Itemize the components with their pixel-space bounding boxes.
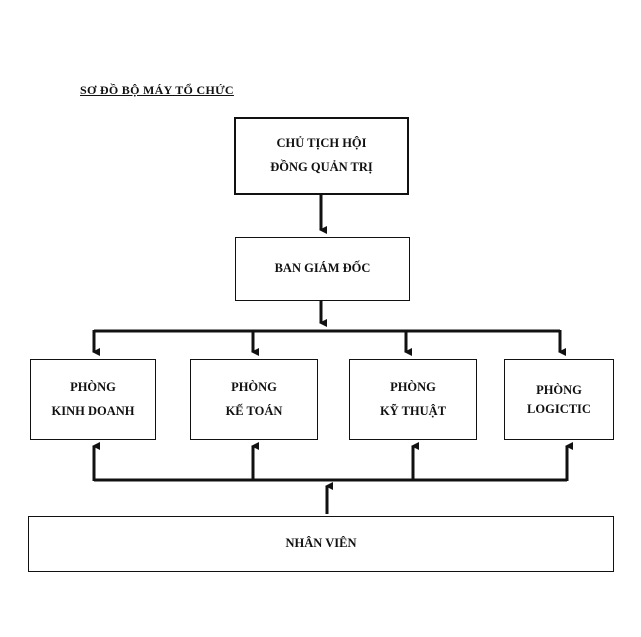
node-chairman-line1: CHỦ TỊCH HỘI (276, 136, 367, 151)
node-technical-line2: KỸ THUẬT (379, 403, 447, 418)
node-staff: NHÂN VIÊN (28, 516, 614, 572)
node-logistics-line2: LOGICTIC (527, 401, 591, 416)
node-board-label: BAN GIÁM ĐỐC (274, 261, 371, 276)
node-sales-line2: KINH DOANH (51, 403, 135, 418)
node-staff-label: NHÂN VIÊN (285, 536, 357, 551)
node-technical: PHÒNG KỸ THUẬT (349, 359, 477, 440)
node-chairman-line2: ĐỒNG QUẢN TRỊ (270, 160, 373, 174)
node-accounting-line1: PHÒNG (231, 379, 277, 394)
node-sales: PHÒNG KINH DOANH (30, 359, 156, 440)
chart-title: SƠ ĐỒ BỘ MÁY TỔ CHỨC (80, 83, 234, 97)
node-logistics-line1: PHÒNG (536, 382, 582, 397)
node-board: BAN GIÁM ĐỐC (235, 237, 410, 301)
node-accounting-line2: KẾ TOÁN (225, 403, 283, 418)
node-logistics: PHÒNG LOGICTIC (504, 359, 614, 440)
node-technical-line1: PHÒNG (390, 379, 436, 394)
node-chairman: CHỦ TỊCH HỘI ĐỒNG QUẢN TRỊ (234, 117, 409, 195)
node-sales-line1: PHÒNG (70, 379, 116, 394)
node-accounting: PHÒNG KẾ TOÁN (190, 359, 318, 440)
